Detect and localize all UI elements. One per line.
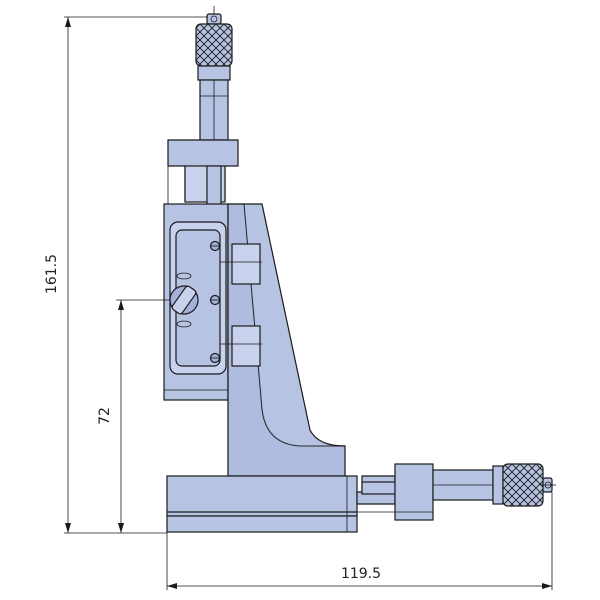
micrometer-spindle xyxy=(206,165,222,211)
micrometer-bracket xyxy=(167,139,239,211)
bracket-slot-lower xyxy=(231,325,261,367)
dimension-total-width: 119.5 xyxy=(166,492,553,590)
base-upper-block xyxy=(166,475,358,517)
h-micrometer-knurled-thimble xyxy=(502,463,544,507)
lock-knob-grip xyxy=(171,285,197,315)
base-lower-block xyxy=(166,515,358,533)
vertical-micrometer xyxy=(195,6,233,141)
micrometer-end-cap xyxy=(206,13,222,25)
micrometer-end-mark xyxy=(210,15,218,23)
micrometer-knurled-thimble xyxy=(195,23,233,67)
horizontal-micrometer xyxy=(356,463,556,521)
base-stage xyxy=(166,475,358,533)
angle-bracket xyxy=(220,203,346,477)
bracket-slot-upper xyxy=(231,243,261,285)
dimension-label-total-height: 161.5 xyxy=(44,254,60,294)
dimension-center-height: 72 xyxy=(97,299,170,533)
dimension-label-center-height: 72 xyxy=(97,407,113,425)
vertical-carriage xyxy=(163,203,229,401)
dimension-label-total-width: 119.5 xyxy=(341,566,381,582)
h-micrometer-bracket xyxy=(394,463,434,521)
h-micrometer-spindle xyxy=(361,481,401,495)
micrometer-thimble-collar xyxy=(197,65,231,81)
h-thimble-collar xyxy=(492,465,504,505)
dimension-total-height: 161.5 xyxy=(44,16,208,534)
